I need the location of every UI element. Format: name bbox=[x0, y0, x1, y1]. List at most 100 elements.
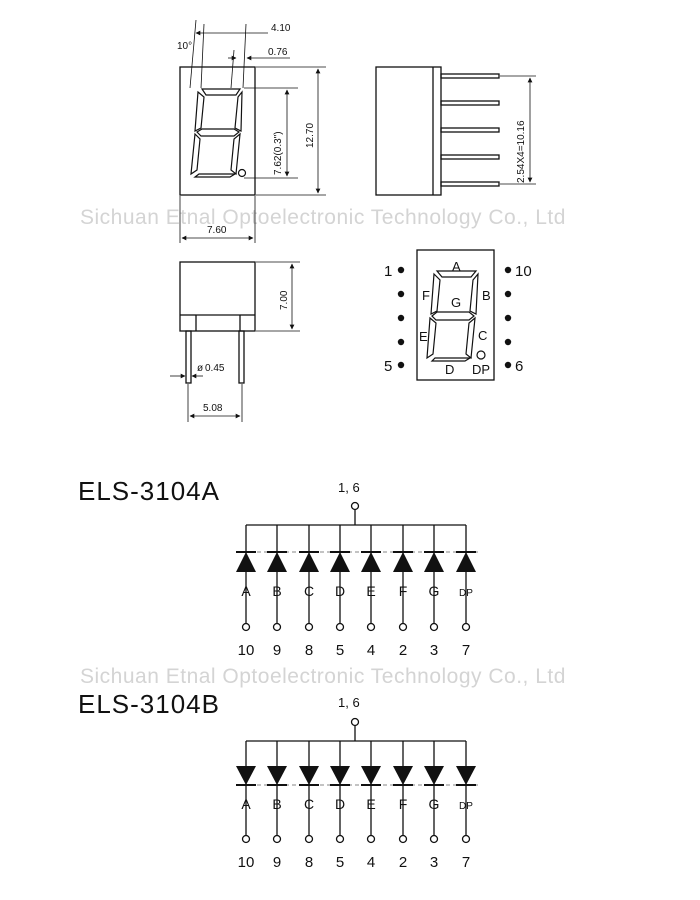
pin-number: 3 bbox=[430, 854, 438, 871]
pin-number: 3 bbox=[430, 642, 438, 659]
diode-f: F2 bbox=[393, 741, 413, 871]
dim-segment-width: 0.76 bbox=[268, 47, 288, 58]
diode-triangle bbox=[299, 552, 319, 572]
segment-label: D bbox=[335, 583, 345, 599]
bottom-view: 7.00 ø 0.45 5.08 bbox=[170, 261, 300, 422]
dim-height: 12.70 bbox=[305, 123, 316, 148]
segment-label-d: D bbox=[445, 362, 454, 377]
pin-terminal bbox=[398, 622, 408, 632]
pin-terminal bbox=[335, 622, 345, 632]
pinout-digit bbox=[426, 270, 486, 362]
diode-triangle bbox=[361, 766, 381, 785]
pin-terminal bbox=[241, 834, 251, 844]
diode-triangle bbox=[267, 766, 287, 785]
front-digit-outline bbox=[190, 88, 247, 178]
diode-triangle bbox=[393, 552, 413, 572]
pin-number: 9 bbox=[273, 854, 281, 871]
diode-triangle bbox=[330, 552, 350, 572]
diode-c: C8 bbox=[299, 525, 319, 659]
diode-triangle bbox=[236, 766, 256, 785]
pin-terminal bbox=[366, 622, 376, 632]
pin-number: 5 bbox=[336, 642, 344, 659]
dim-bottom-height: 7.00 bbox=[279, 290, 290, 310]
pin-label-1: 1 bbox=[384, 263, 392, 280]
diode-e: E4 bbox=[361, 741, 381, 871]
pin-number: 10 bbox=[238, 854, 255, 871]
side-view: 2.54X4=10.16 bbox=[375, 66, 536, 196]
diode-b: B9 bbox=[267, 741, 287, 871]
pin-terminal bbox=[461, 834, 471, 844]
diode-triangle bbox=[299, 766, 319, 785]
front-body-outline bbox=[179, 66, 256, 196]
bottom-pin-right bbox=[238, 330, 245, 384]
segment-label: DP bbox=[459, 801, 473, 812]
diode-d: D5 bbox=[330, 741, 350, 871]
diode-g: G3 bbox=[424, 525, 444, 659]
diode-d: D5 bbox=[330, 525, 350, 659]
dim-digit-height: 7.62(0.3") bbox=[273, 131, 284, 175]
diode-triangle bbox=[456, 552, 476, 572]
common-pins-b: 1, 6 bbox=[338, 695, 360, 710]
segment-label: B bbox=[272, 583, 281, 599]
dim-pin-pitch: 2.54X4=10.16 bbox=[516, 120, 527, 183]
segment-label: F bbox=[399, 583, 408, 599]
front-view: 4.10 10° 0.76 7.62(0.3") 12.70 7.60 bbox=[177, 19, 326, 243]
pin-number: 2 bbox=[399, 854, 407, 871]
diode-triangle bbox=[236, 552, 256, 572]
pin-terminal bbox=[429, 622, 439, 632]
pin-number: 7 bbox=[462, 854, 470, 871]
pin-terminal bbox=[366, 834, 376, 844]
pin-number: 4 bbox=[367, 642, 375, 659]
segment-label-c: C bbox=[478, 328, 487, 343]
segment-label: C bbox=[304, 583, 314, 599]
segment-label: G bbox=[429, 583, 440, 599]
pin-terminal bbox=[429, 834, 439, 844]
diode-dp: DP7 bbox=[456, 525, 476, 659]
pin-number: 7 bbox=[462, 642, 470, 659]
pin-terminal bbox=[272, 622, 282, 632]
segment-label-f: F bbox=[422, 288, 430, 303]
pin-terminal bbox=[241, 622, 251, 632]
segment-label-b: B bbox=[482, 288, 491, 303]
pin-terminal bbox=[461, 622, 471, 632]
diode-g: G3 bbox=[424, 741, 444, 871]
segment-label-dp: DP bbox=[472, 362, 490, 377]
pin-terminal bbox=[335, 834, 345, 844]
dim-width: 7.60 bbox=[207, 225, 227, 236]
segment-label: E bbox=[366, 583, 375, 599]
segment-label-a: A bbox=[452, 259, 461, 274]
pinout-view: A B C D E F G DP 1 5 10 6 bbox=[384, 249, 532, 381]
watermark-middle: Sichuan Etnal Optoelectronic Technology … bbox=[80, 665, 566, 688]
diode-triangle bbox=[393, 766, 413, 785]
common-pins-a: 1, 6 bbox=[338, 480, 360, 495]
pin-number: 9 bbox=[273, 642, 281, 659]
dim-angle: 10° bbox=[177, 41, 192, 52]
diode-triangle bbox=[456, 766, 476, 785]
segment-label: F bbox=[399, 796, 408, 812]
pin-label-6: 6 bbox=[515, 358, 523, 375]
model-title-a: ELS-3104A bbox=[78, 476, 220, 506]
pin-label-5: 5 bbox=[384, 358, 392, 375]
diode-c: C8 bbox=[299, 741, 319, 871]
segment-label: A bbox=[241, 583, 251, 599]
pin-number: 10 bbox=[238, 642, 255, 659]
bottom-pin-left bbox=[185, 330, 192, 384]
segment-label: B bbox=[272, 796, 281, 812]
diode-triangle bbox=[267, 552, 287, 572]
pinout-body-outline bbox=[416, 249, 495, 381]
pin-terminal bbox=[398, 834, 408, 844]
segment-label: G bbox=[429, 796, 440, 812]
model-title-b: ELS-3104B bbox=[78, 689, 220, 719]
diode-a: A10 bbox=[236, 741, 256, 871]
diode-triangle bbox=[330, 766, 350, 785]
side-pins bbox=[440, 73, 500, 187]
dim-width-top: 4.10 bbox=[271, 23, 291, 34]
diode-f: F2 bbox=[393, 525, 413, 659]
dim-pin-diameter: 0.45 bbox=[205, 363, 225, 374]
pin-label-10: 10 bbox=[515, 263, 532, 280]
pin-number: 8 bbox=[305, 642, 313, 659]
segment-label: C bbox=[304, 796, 314, 812]
